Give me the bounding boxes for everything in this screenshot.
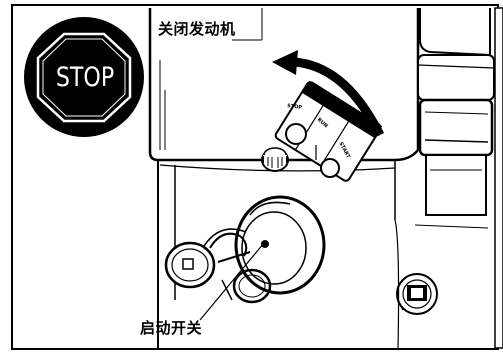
stop-sign xyxy=(24,17,144,137)
panel-seam-line xyxy=(414,224,489,229)
housing-shading xyxy=(159,8,263,150)
panel-edge-line xyxy=(394,219,400,351)
key-slot-indicator xyxy=(285,123,307,145)
cylinder-assembly xyxy=(417,7,503,349)
start-switch-label: 启动开关 xyxy=(140,319,203,337)
start-position-indicator xyxy=(320,158,340,178)
fuel-fitting xyxy=(396,273,438,315)
ignition-switch-assembly xyxy=(199,195,326,321)
key-switch-faceplate xyxy=(274,80,383,182)
key-hole-icon xyxy=(261,240,269,248)
stop-sign-text: STOP xyxy=(55,62,115,93)
stop-engine-label: 关闭发动机 xyxy=(158,20,236,38)
stop-knob xyxy=(261,147,289,172)
start-switch-leader-line xyxy=(199,242,265,321)
ignition-key-icon xyxy=(164,228,272,304)
